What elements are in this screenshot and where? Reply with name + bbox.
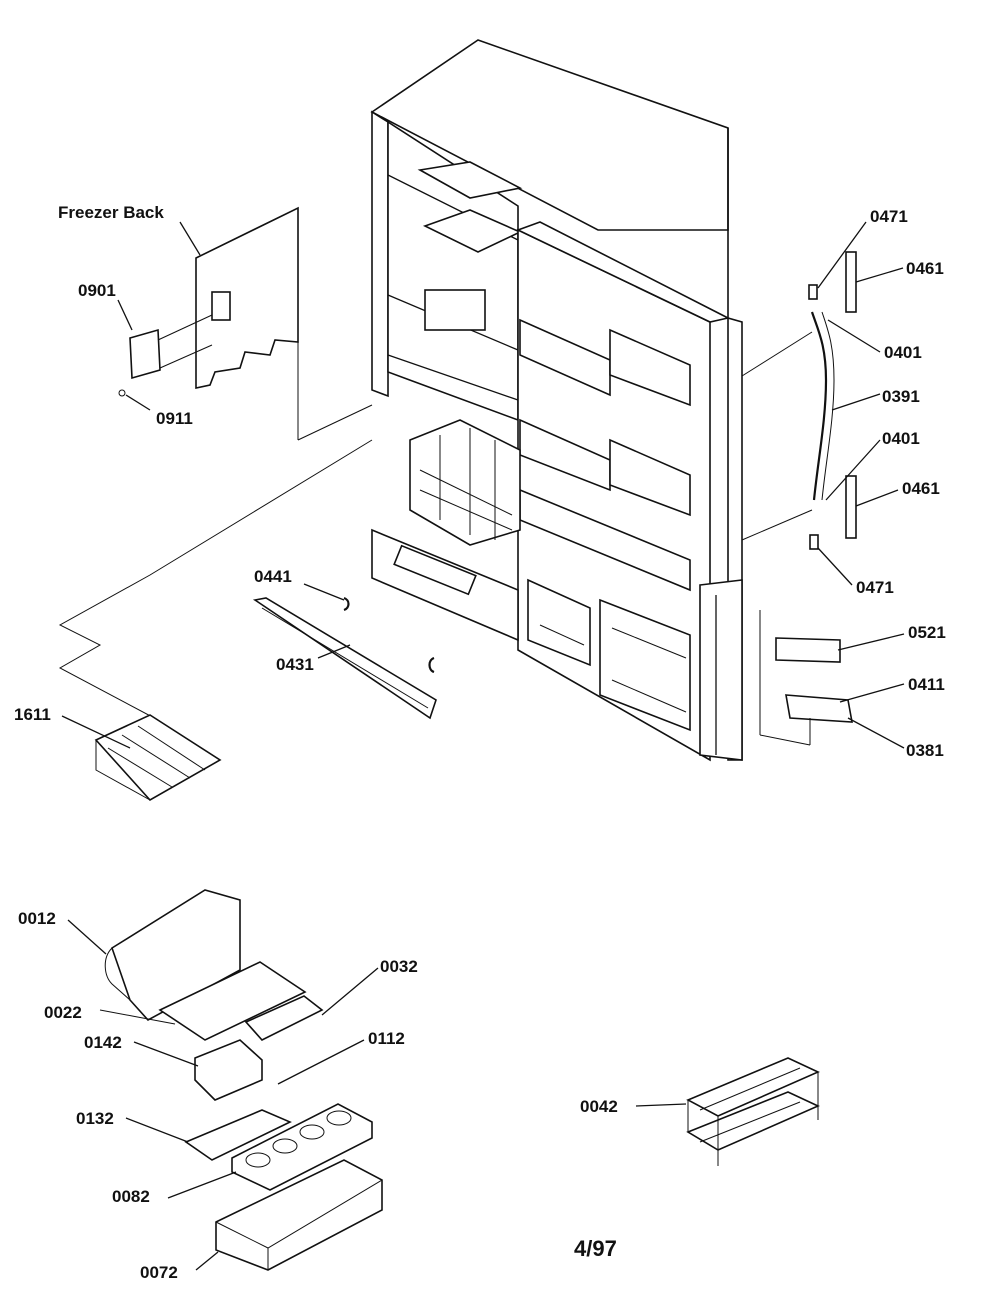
kickplate-grille xyxy=(252,596,437,720)
label-0132: 0132 xyxy=(76,1109,114,1128)
label-0411: 0411 xyxy=(908,675,945,694)
label-0042: 0042 xyxy=(580,1097,618,1116)
ice-maker-assembly xyxy=(104,889,383,1271)
label-0012: 0012 xyxy=(18,909,56,928)
label-0072: 0072 xyxy=(140,1263,178,1282)
date-code: 4/97 xyxy=(574,1236,617,1261)
label-0391: 0391 xyxy=(882,387,920,406)
label-0381: 0381 xyxy=(906,741,944,760)
label-0142: 0142 xyxy=(84,1033,122,1052)
ice-trays-0042 xyxy=(686,1057,820,1166)
label-1611: 1611 xyxy=(14,705,51,724)
label-0461-top: 0461 xyxy=(906,259,944,278)
label-0032: 0032 xyxy=(380,957,418,976)
label-0082: 0082 xyxy=(112,1187,150,1206)
label-0112: 0112 xyxy=(368,1029,405,1048)
label-0022: 0022 xyxy=(44,1003,82,1022)
label-0521: 0521 xyxy=(908,623,946,642)
label-0441: 0441 xyxy=(254,567,292,586)
label-0911: 0911 xyxy=(156,409,193,428)
floor-guide-and-guard xyxy=(58,439,373,802)
leader-lines xyxy=(61,221,905,1271)
label-0461-bottom: 0461 xyxy=(902,479,940,498)
refrigerator-cabinet xyxy=(370,39,743,762)
lower-trim-parts xyxy=(759,610,853,746)
label-0401-bottom: 0401 xyxy=(882,429,920,448)
label-freezer-back: Freezer Back xyxy=(58,203,164,222)
freezer-back-panel xyxy=(118,206,373,441)
label-0401-top: 0401 xyxy=(884,343,922,362)
label-0901: 0901 xyxy=(78,281,116,300)
label-0471-bottom: 0471 xyxy=(856,578,894,597)
label-0431: 0431 xyxy=(276,655,314,674)
part-labels: Freezer Back 0901 0911 0471 0461 0401 03… xyxy=(14,203,946,1282)
label-0471-top: 0471 xyxy=(870,207,908,226)
door-handle-assembly xyxy=(741,251,857,550)
